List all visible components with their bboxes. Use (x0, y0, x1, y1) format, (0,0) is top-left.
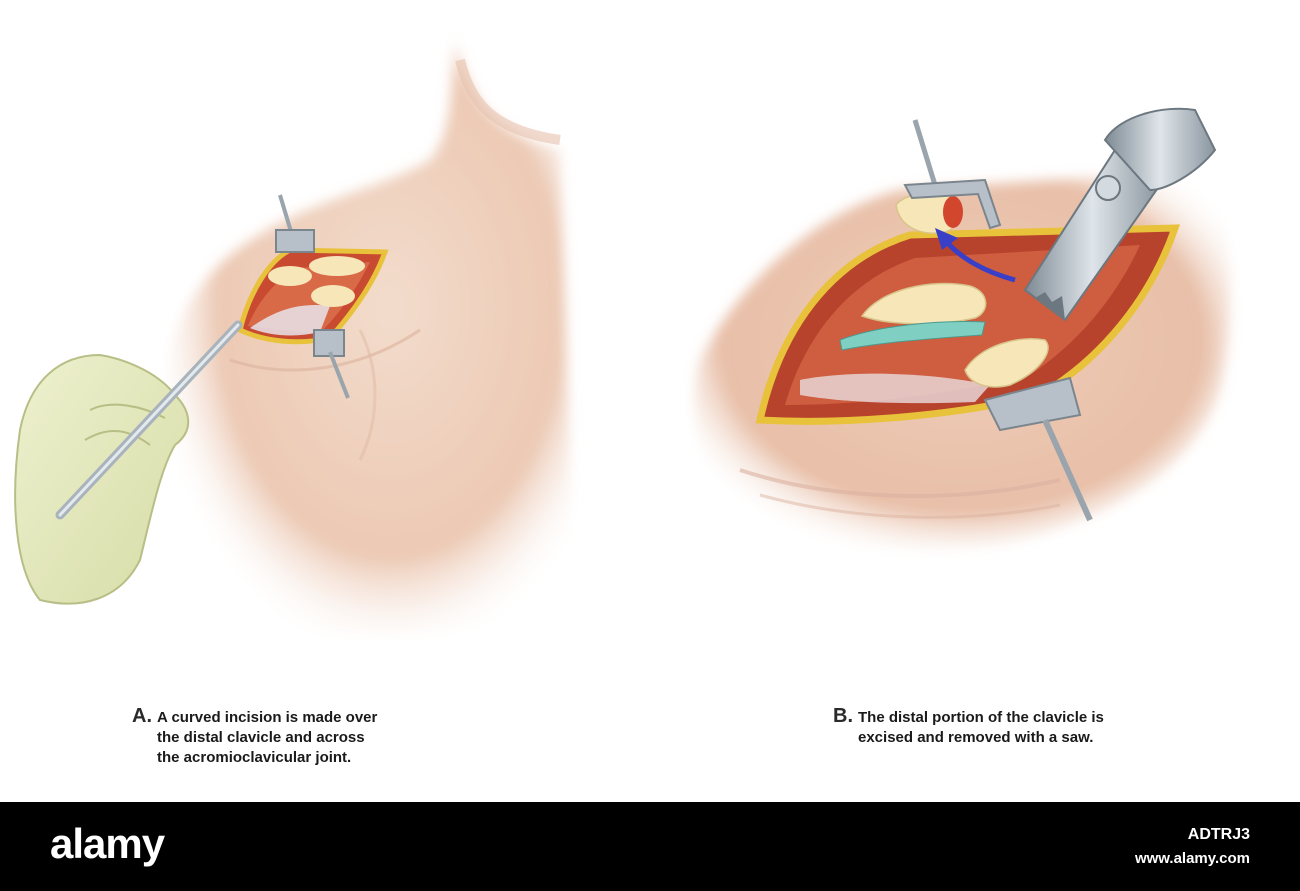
caption-b-text: The distal portion of the clavicle is ex… (858, 709, 1104, 746)
removal-arrow (943, 238, 1016, 283)
bone-saw (1023, 107, 1217, 322)
retractor-top-a (275, 194, 315, 253)
caption-b: B. The distal portion of the clavicle is… (833, 705, 1163, 748)
caption-b-letter: B. (833, 705, 853, 727)
alamy-logo[interactable]: alamy (50, 820, 165, 867)
gloved-hand (14, 353, 190, 605)
caption-a: A. A curved incision is made over the di… (132, 705, 432, 768)
illustration-canvas: A. A curved incision is made over the di… (14, 40, 1231, 768)
panel-b-illustration (694, 107, 1231, 550)
retractor-bottom-b (983, 376, 1093, 522)
site-url[interactable]: www.alamy.com (1134, 850, 1250, 867)
arrow-head (935, 228, 958, 250)
image-id: ADTRJ3 (1187, 826, 1250, 843)
stock-footer-bar: alamy ADTRJ3 www.alamy.com (0, 802, 1300, 891)
caption-a-letter: A. (132, 705, 152, 727)
retractor-bottom-a (313, 329, 350, 399)
incision-a (237, 247, 389, 345)
shoulder-skin (164, 40, 575, 634)
panel-a-illustration (14, 40, 575, 634)
scalpel (55, 320, 243, 520)
retractor-top-b (903, 119, 1002, 230)
surgical-illustration (14, 40, 1231, 634)
caption-a-text: A curved incision is made over the dista… (157, 709, 378, 766)
